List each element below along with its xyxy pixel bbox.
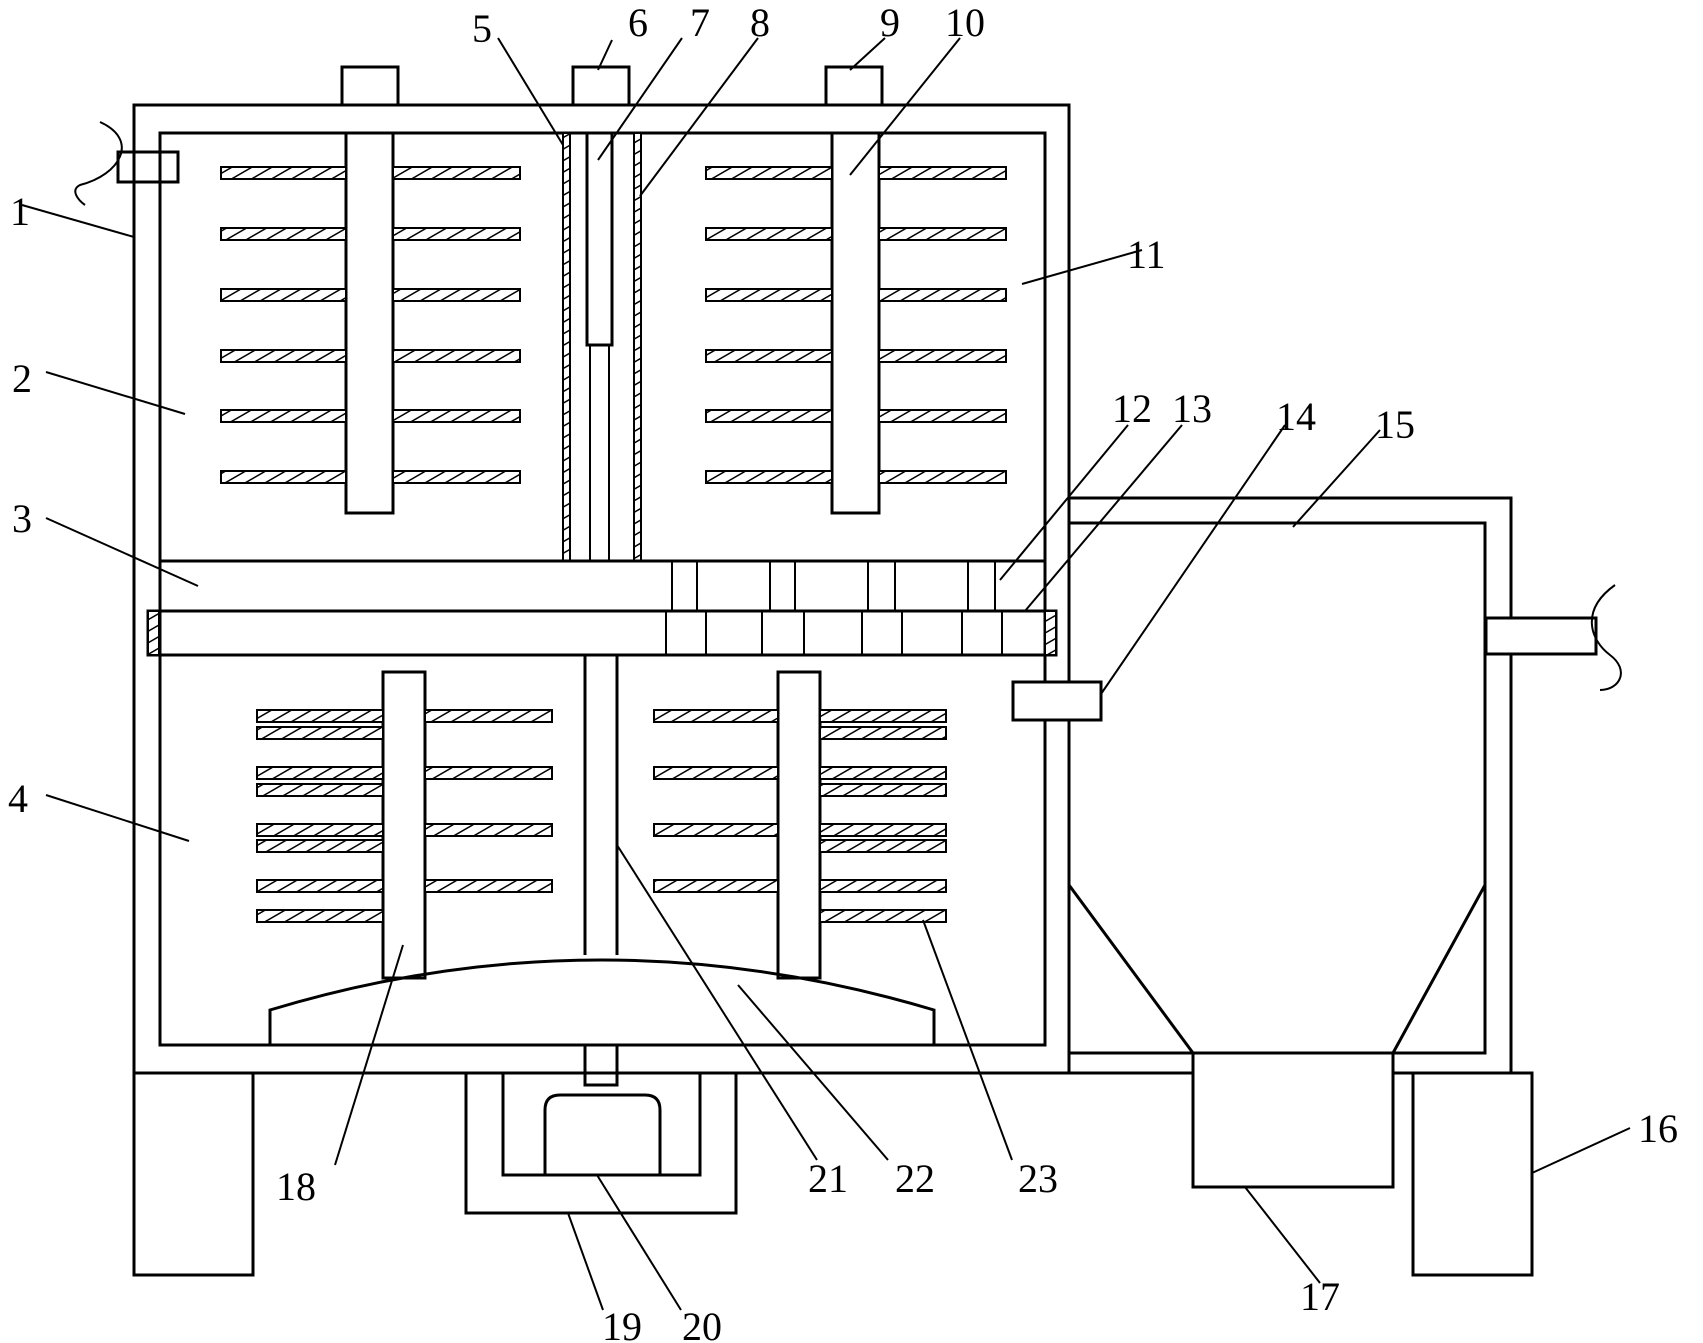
right-tank <box>1067 496 1513 1189</box>
stirring-blade <box>424 823 553 837</box>
callout-1: 1 <box>10 189 30 234</box>
stirring-blade <box>819 879 947 893</box>
stirring-blade <box>653 879 779 893</box>
stirring-blade <box>424 766 553 780</box>
outlet-pipe <box>1484 584 1622 691</box>
top-motors <box>340 65 884 107</box>
lower-right-stirrer <box>653 670 947 980</box>
stirring-blade <box>819 823 947 837</box>
callout-22: 22 <box>895 1156 935 1201</box>
stirring-blade <box>819 909 947 923</box>
stirring-blade <box>424 879 553 893</box>
stirring-blade <box>256 766 384 780</box>
callout-11: 11 <box>1127 232 1166 277</box>
stirring-blade <box>819 726 947 740</box>
callout-14: 14 <box>1276 394 1316 439</box>
callouts: 1 2 3 4 5 6 7 8 9 10 11 12 13 14 15 16 1… <box>8 0 1678 1343</box>
housing <box>132 103 1071 1075</box>
callout-10: 10 <box>945 0 985 45</box>
bottom-motor <box>464 1043 738 1215</box>
stirring-blade <box>256 839 384 853</box>
callout-18: 18 <box>276 1164 316 1209</box>
stirring-blade <box>392 470 521 484</box>
stirring-blade <box>705 349 833 363</box>
stirring-blade <box>392 349 521 363</box>
stirring-blade <box>256 709 384 723</box>
stirring-blade <box>256 726 384 740</box>
callout-7: 7 <box>690 0 710 45</box>
stirring-blade <box>653 766 779 780</box>
callout-19: 19 <box>602 1304 642 1343</box>
stirring-blade <box>220 409 347 423</box>
drive-shaft <box>583 655 619 955</box>
connector-pipe <box>1011 680 1103 722</box>
callout-20: 20 <box>682 1304 722 1343</box>
stirring-blade <box>878 227 1007 241</box>
stirring-blade <box>220 470 347 484</box>
stirring-blade <box>878 349 1007 363</box>
callout-23: 23 <box>1018 1156 1058 1201</box>
stirring-blade <box>705 470 833 484</box>
stirring-blade <box>220 227 347 241</box>
stirring-blade <box>220 349 347 363</box>
stirring-blade <box>878 409 1007 423</box>
callout-9: 9 <box>880 0 900 45</box>
stirring-blade <box>392 288 521 302</box>
callout-12: 12 <box>1112 386 1152 431</box>
stirring-blade <box>878 288 1007 302</box>
upper-left-stirrer <box>220 131 521 515</box>
separator-plates <box>146 559 1058 657</box>
stirring-blade <box>220 288 347 302</box>
stirring-blade <box>653 709 779 723</box>
lower-left-stirrer <box>256 670 553 980</box>
stirring-blade <box>705 409 833 423</box>
callout-13: 13 <box>1172 386 1212 431</box>
stirring-blade <box>705 227 833 241</box>
stirring-blade <box>220 166 347 180</box>
stirring-blade <box>256 879 384 893</box>
callout-4: 4 <box>8 776 28 821</box>
stirring-blade <box>424 709 553 723</box>
callout-3: 3 <box>12 496 32 541</box>
central-column <box>562 131 642 562</box>
stirring-blade <box>392 166 521 180</box>
callout-5: 5 <box>472 6 492 51</box>
stirring-blade <box>819 839 947 853</box>
upper-right-stirrer <box>705 131 1007 515</box>
stirring-blade <box>819 783 947 797</box>
stirring-blade <box>392 409 521 423</box>
stirring-blade <box>392 227 521 241</box>
callout-2: 2 <box>12 356 32 401</box>
stirring-blade <box>705 288 833 302</box>
callout-8: 8 <box>750 0 770 45</box>
stirring-blade <box>653 823 779 837</box>
stirring-blade <box>256 783 384 797</box>
callout-17: 17 <box>1300 1274 1340 1319</box>
stirring-blade <box>256 909 384 923</box>
stirring-blade <box>878 166 1007 180</box>
stirring-blade <box>878 470 1007 484</box>
callout-16: 16 <box>1638 1106 1678 1151</box>
inlet-pipe <box>74 121 180 206</box>
stirring-blade <box>819 709 947 723</box>
stirring-blade <box>819 766 947 780</box>
callout-6: 6 <box>628 0 648 45</box>
stirring-blade <box>256 823 384 837</box>
stirring-blade <box>705 166 833 180</box>
dome-base <box>268 958 936 1045</box>
callout-21: 21 <box>808 1156 848 1201</box>
callout-15: 15 <box>1375 402 1415 447</box>
